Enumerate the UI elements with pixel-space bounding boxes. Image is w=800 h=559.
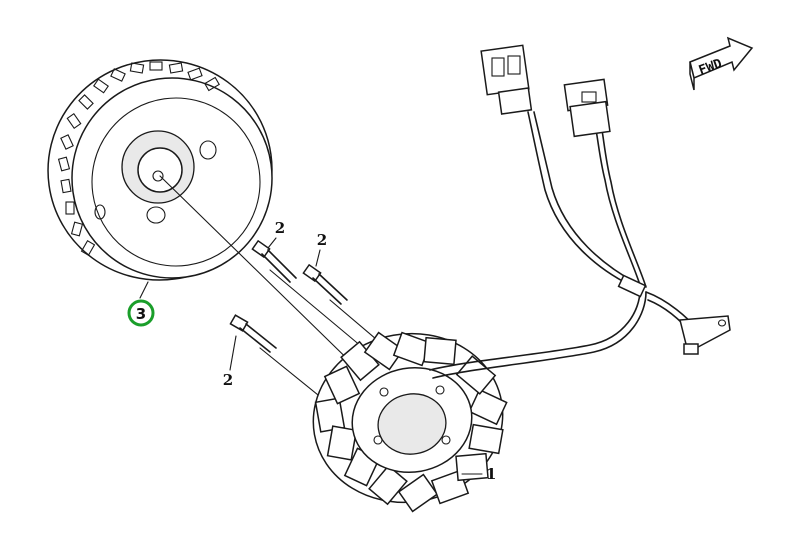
stator [312,331,508,513]
connector-right [563,78,611,138]
callout-bolt-bottom: 2 [223,371,233,389]
highlight-ring [127,299,155,327]
callout-bolt-top-left: 2 [275,219,285,237]
wire-harness [429,111,699,379]
callout-bolt-top-right: 2 [317,231,327,249]
flywheel-teeth [57,61,220,256]
callout-bolt-top-left-leader [267,237,277,249]
callout-bolt-bottom-leader [229,335,237,371]
callout-flywheel: 3 [127,299,155,327]
connector-left [480,44,533,115]
stator-poles [314,331,508,513]
callout-bolt-top-right-leader [315,249,321,267]
callout-flywheel-label: 3 [136,305,146,323]
fwd-arrow-icon: FWD [689,36,754,91]
flywheel-callout-leader [139,281,149,299]
callout-stator: 1 [486,465,496,483]
flywheel [47,59,273,281]
ground-terminal [679,315,731,355]
